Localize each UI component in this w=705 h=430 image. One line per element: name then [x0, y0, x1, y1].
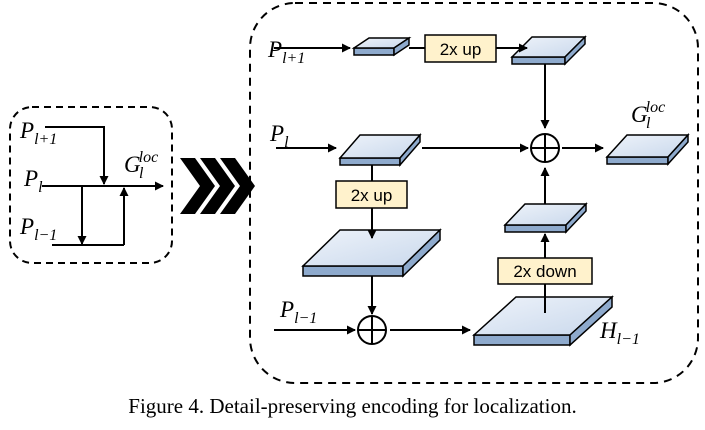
svg-text:2x up: 2x up: [440, 40, 482, 59]
right-label-g-sub: l: [646, 115, 651, 132]
feature-map-top-small: [351, 36, 412, 57]
left-label-p-l: Pl: [23, 166, 43, 196]
left-panel-border: [9, 106, 173, 264]
feature-map-output: [605, 133, 690, 166]
svg-text:2x up: 2x up: [351, 186, 393, 205]
feature-map-downsampled: [503, 202, 588, 234]
right-panel-border: [249, 2, 699, 384]
diagram-canvas: Pl+1 Pl Pl−1 Gloc l Pl+1 Pl Pl−1 Gloc l …: [9, 2, 699, 384]
figure-caption: Figure 4. Detail-preserving encoding for…: [128, 394, 577, 418]
op-box-down: 2x down: [497, 257, 593, 285]
left-panel: Pl+1 Pl Pl−1 Gloc l: [9, 106, 173, 264]
chevrons-icon: [180, 158, 255, 214]
feature-map-upsampled-mid: [301, 228, 442, 278]
right-label-p-l-minus-1: Pl−1: [279, 297, 317, 327]
right-panel: Pl+1 Pl Pl−1 Gloc l Hl−1: [249, 2, 699, 384]
right-label-p-l-plus-1: Pl+1: [267, 37, 305, 67]
op-box-up-mid: 2x up: [335, 180, 408, 209]
left-label-p-l-minus-1: Pl−1: [19, 214, 57, 244]
feature-map-h-l-minus-1: [472, 295, 614, 347]
left-arrow-p-l-plus-1: [45, 126, 109, 185]
left-label-g-loc: Gloc: [124, 149, 158, 177]
right-label-p-l: Pl: [269, 121, 289, 151]
feature-map-p-l: [338, 132, 422, 168]
right-label-g-loc: Gloc: [631, 99, 665, 127]
sum-node-bottom-icon: [357, 315, 387, 345]
op-box-up-top: 2x up: [424, 34, 497, 63]
left-label-g-sub: l: [139, 165, 144, 182]
right-label-h-l-minus-1: Hl−1: [599, 318, 640, 348]
left-label-p-l-plus-1: Pl+1: [19, 118, 57, 148]
feature-map-top-upsampled: [510, 35, 587, 66]
sum-node-top-icon: [530, 133, 560, 163]
svg-text:2x down: 2x down: [513, 262, 576, 281]
